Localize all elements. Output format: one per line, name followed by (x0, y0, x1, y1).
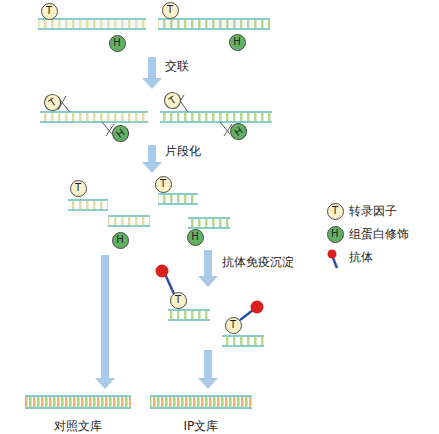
marker-letter: H (114, 127, 126, 140)
legend-text: 转录因子 (349, 205, 397, 217)
marker-circle: T (155, 176, 172, 193)
dna-strands (25, 19, 272, 408)
legend-text: 抗体 (349, 251, 373, 263)
marker-circle: T (225, 317, 242, 334)
marker-letter: T (160, 179, 166, 189)
marker-circle: H (187, 229, 204, 246)
marker-letter: H (232, 125, 244, 138)
marker-letter: T (167, 5, 173, 15)
step-label: 抗体免疫沉淀 (222, 256, 294, 268)
marker-circle: H (109, 35, 126, 52)
marker-letter: H (116, 235, 124, 245)
marker-circle: H (112, 232, 129, 249)
marker-letter: T (230, 320, 236, 330)
step-label: IP文库 (184, 420, 219, 432)
marker-letter: T (175, 295, 181, 305)
marker-circle: H (229, 34, 246, 51)
marker-letter: T (75, 183, 81, 193)
marker-circle: T (162, 2, 179, 19)
legend-letter: T (332, 206, 338, 216)
marker-letter: T (46, 6, 52, 16)
marker-circle: H (108, 121, 132, 145)
marker-circle: T (170, 292, 187, 309)
step-label: 片段化 (165, 145, 201, 157)
step-label: 交联 (165, 60, 189, 72)
marker-circle: T (70, 180, 87, 197)
marker-circle: T (40, 90, 64, 114)
legend-letter: H (331, 229, 339, 239)
marker-letter: H (191, 232, 199, 242)
step-label: 对照文库 (54, 420, 102, 432)
marker-letter: T (47, 96, 58, 108)
crosslink-marks (58, 95, 232, 136)
antibodies (156, 250, 338, 321)
marker-letter: T (167, 94, 178, 106)
marker-letter: H (113, 38, 121, 48)
marker-letter: H (233, 37, 241, 47)
marker-circle: T (41, 3, 58, 20)
arrows (95, 57, 218, 389)
legend-text: 组蛋白修饰 (349, 228, 409, 240)
marker-circle: T (160, 88, 184, 112)
